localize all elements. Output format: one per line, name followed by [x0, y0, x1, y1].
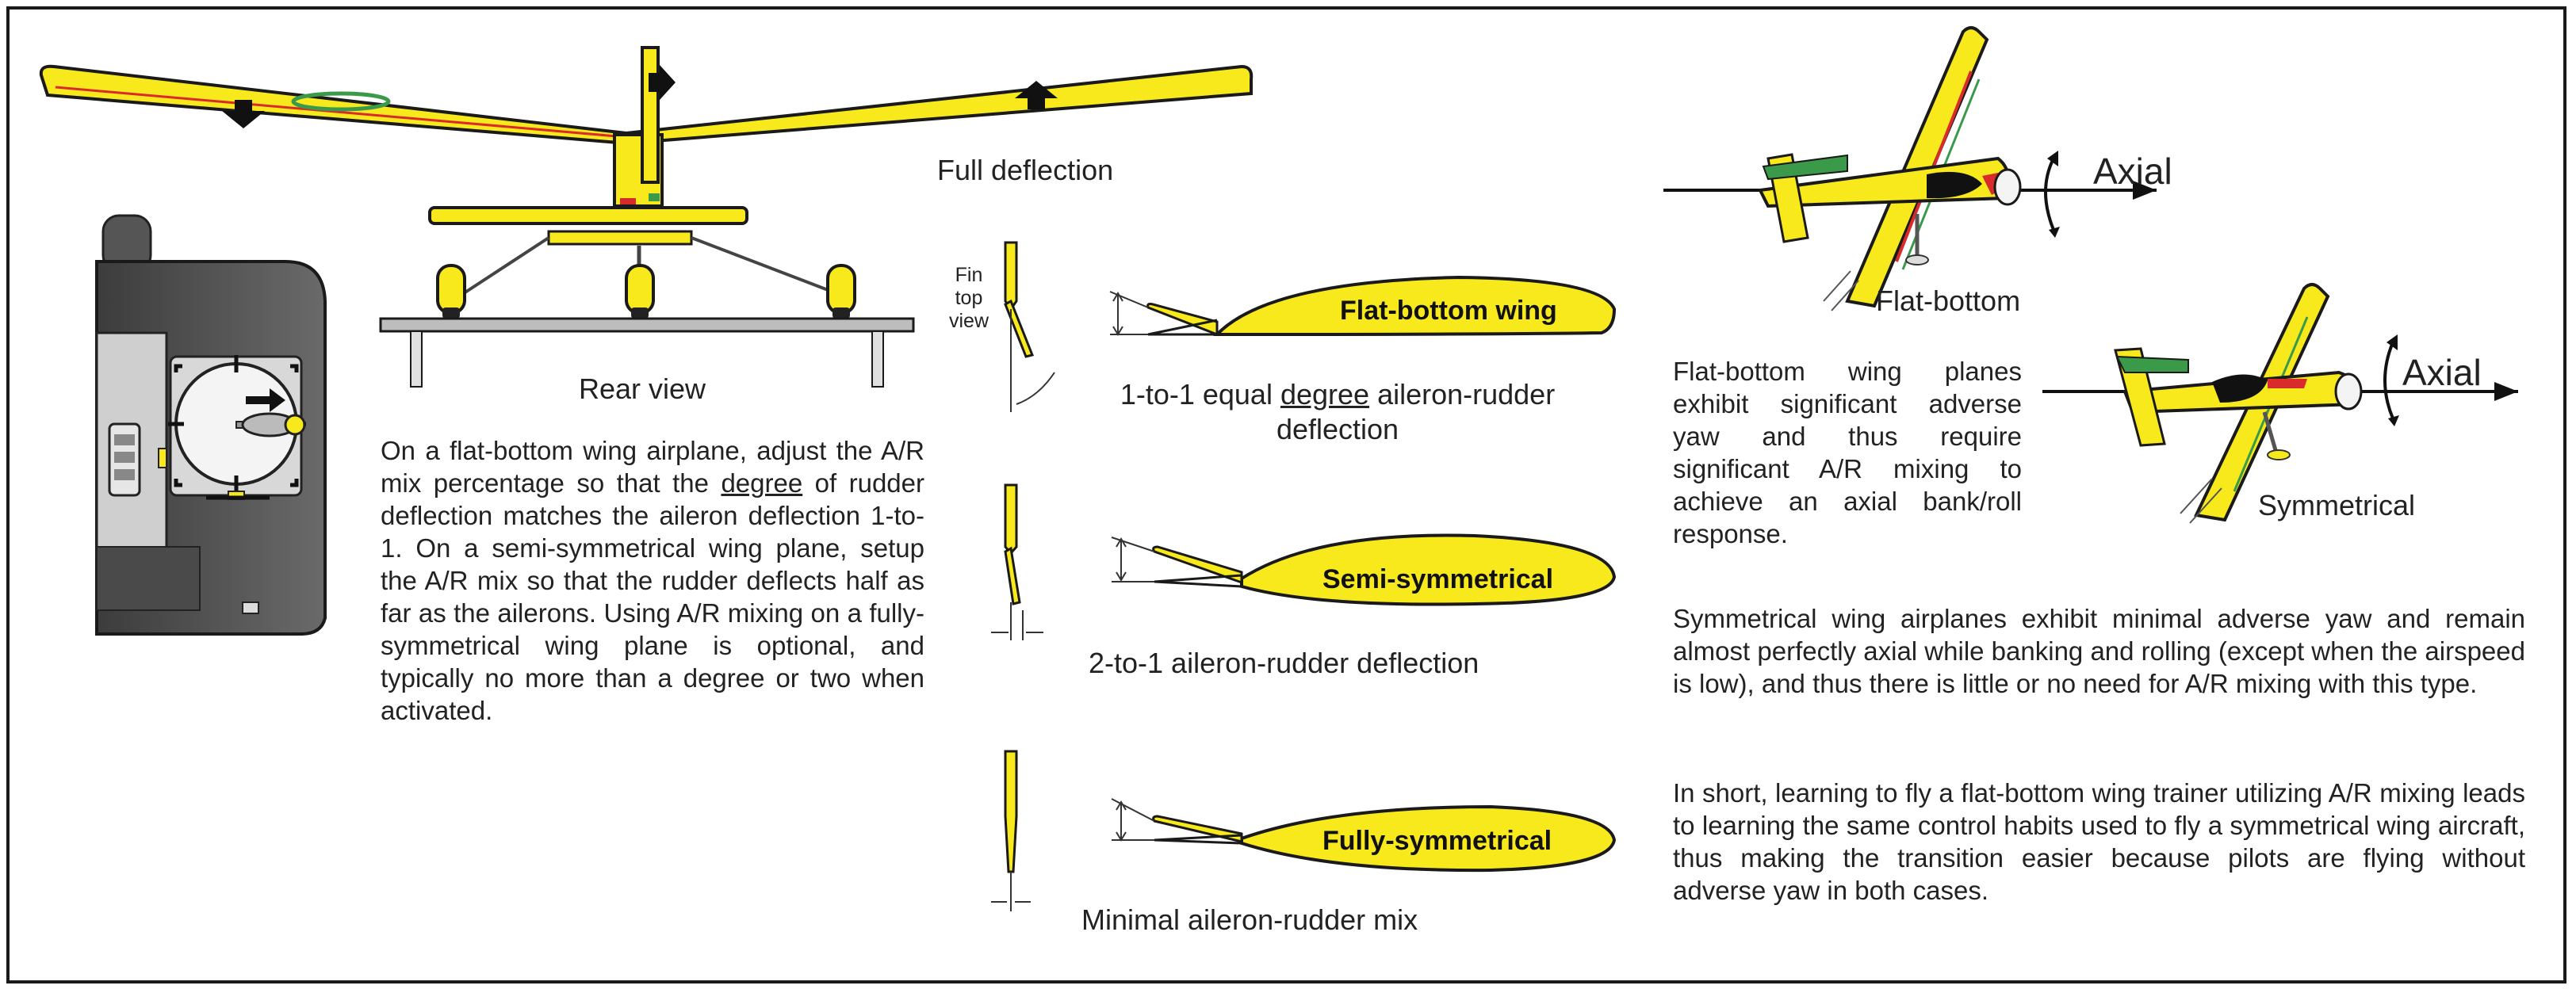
- symmetrical-paragraph: Symmetrical wing airplanes exhibit minim…: [1673, 604, 2525, 698]
- airfoil-fully-symmetrical: [1111, 798, 1617, 873]
- symmetrical-plane-label: Symmetrical: [2258, 489, 2415, 521]
- flat-bottom-airplane: [1663, 26, 2157, 311]
- wing-label-flat-bottom: Flat-bottom wing: [1340, 296, 1557, 326]
- fin-top-view-label-2: top: [955, 287, 983, 309]
- flat-bottom-caption-line-2: deflection: [1276, 413, 1399, 445]
- wing-label-semi-symmetrical: Semi-symmetrical: [1322, 564, 1553, 594]
- rear-view-label: Rear view: [579, 372, 706, 405]
- full-deflection-label: Full deflection: [937, 154, 1114, 186]
- flat-bottom-caption-text-b: aileron-rudder: [1369, 378, 1556, 411]
- left-paragraph-part-b: of rudder deflection matches the aileron…: [381, 468, 925, 725]
- fin-top-view-3: [991, 750, 1031, 911]
- fin-top-view-label-1: Fin: [955, 264, 983, 286]
- flat-bottom-caption-underlined: degree: [1280, 378, 1370, 411]
- symmetrical-airplane: [2042, 283, 2518, 524]
- fin-top-view-2: [991, 483, 1043, 640]
- left-paragraph-underlined: degree: [721, 468, 803, 498]
- flat-bottom-caption-text-a: 1-to-1 equal: [1120, 378, 1280, 411]
- fin-top-view-1: [1004, 241, 1055, 412]
- left-explanation-paragraph: On a flat-bottom wing airplane, adjust t…: [381, 434, 924, 727]
- rear-view-airplane: [39, 46, 1254, 388]
- semi-symmetrical-caption: 2-to-1 aileron-rudder deflection: [1089, 647, 1479, 679]
- axial-label-2: Axial: [2402, 352, 2482, 393]
- airfoil-flat-bottom: [1109, 275, 1617, 337]
- left-paragraph-part-a: On a flat-bottom wing airplane, adjust t…: [381, 436, 924, 498]
- fin-top-view-label-3: view: [949, 310, 989, 332]
- outer-frame: [6, 6, 2566, 983]
- transmitter-illustration: [95, 214, 327, 636]
- axial-label-1: Axial: [2093, 151, 2172, 192]
- fully-symmetrical-caption: Minimal aileron-rudder mix: [1081, 903, 1418, 936]
- flat-bottom-plane-label: Flat-bottom: [1876, 285, 2020, 317]
- wing-label-fully-symmetrical: Fully-symmetrical: [1322, 826, 1552, 856]
- summary-paragraph: In short, learning to fly a flat-bottom …: [1673, 778, 2525, 905]
- flat-bottom-paragraph: Flat-bottom wing planes exhibit signific…: [1673, 357, 2022, 548]
- airfoil-semi-symmetrical: [1111, 533, 1617, 606]
